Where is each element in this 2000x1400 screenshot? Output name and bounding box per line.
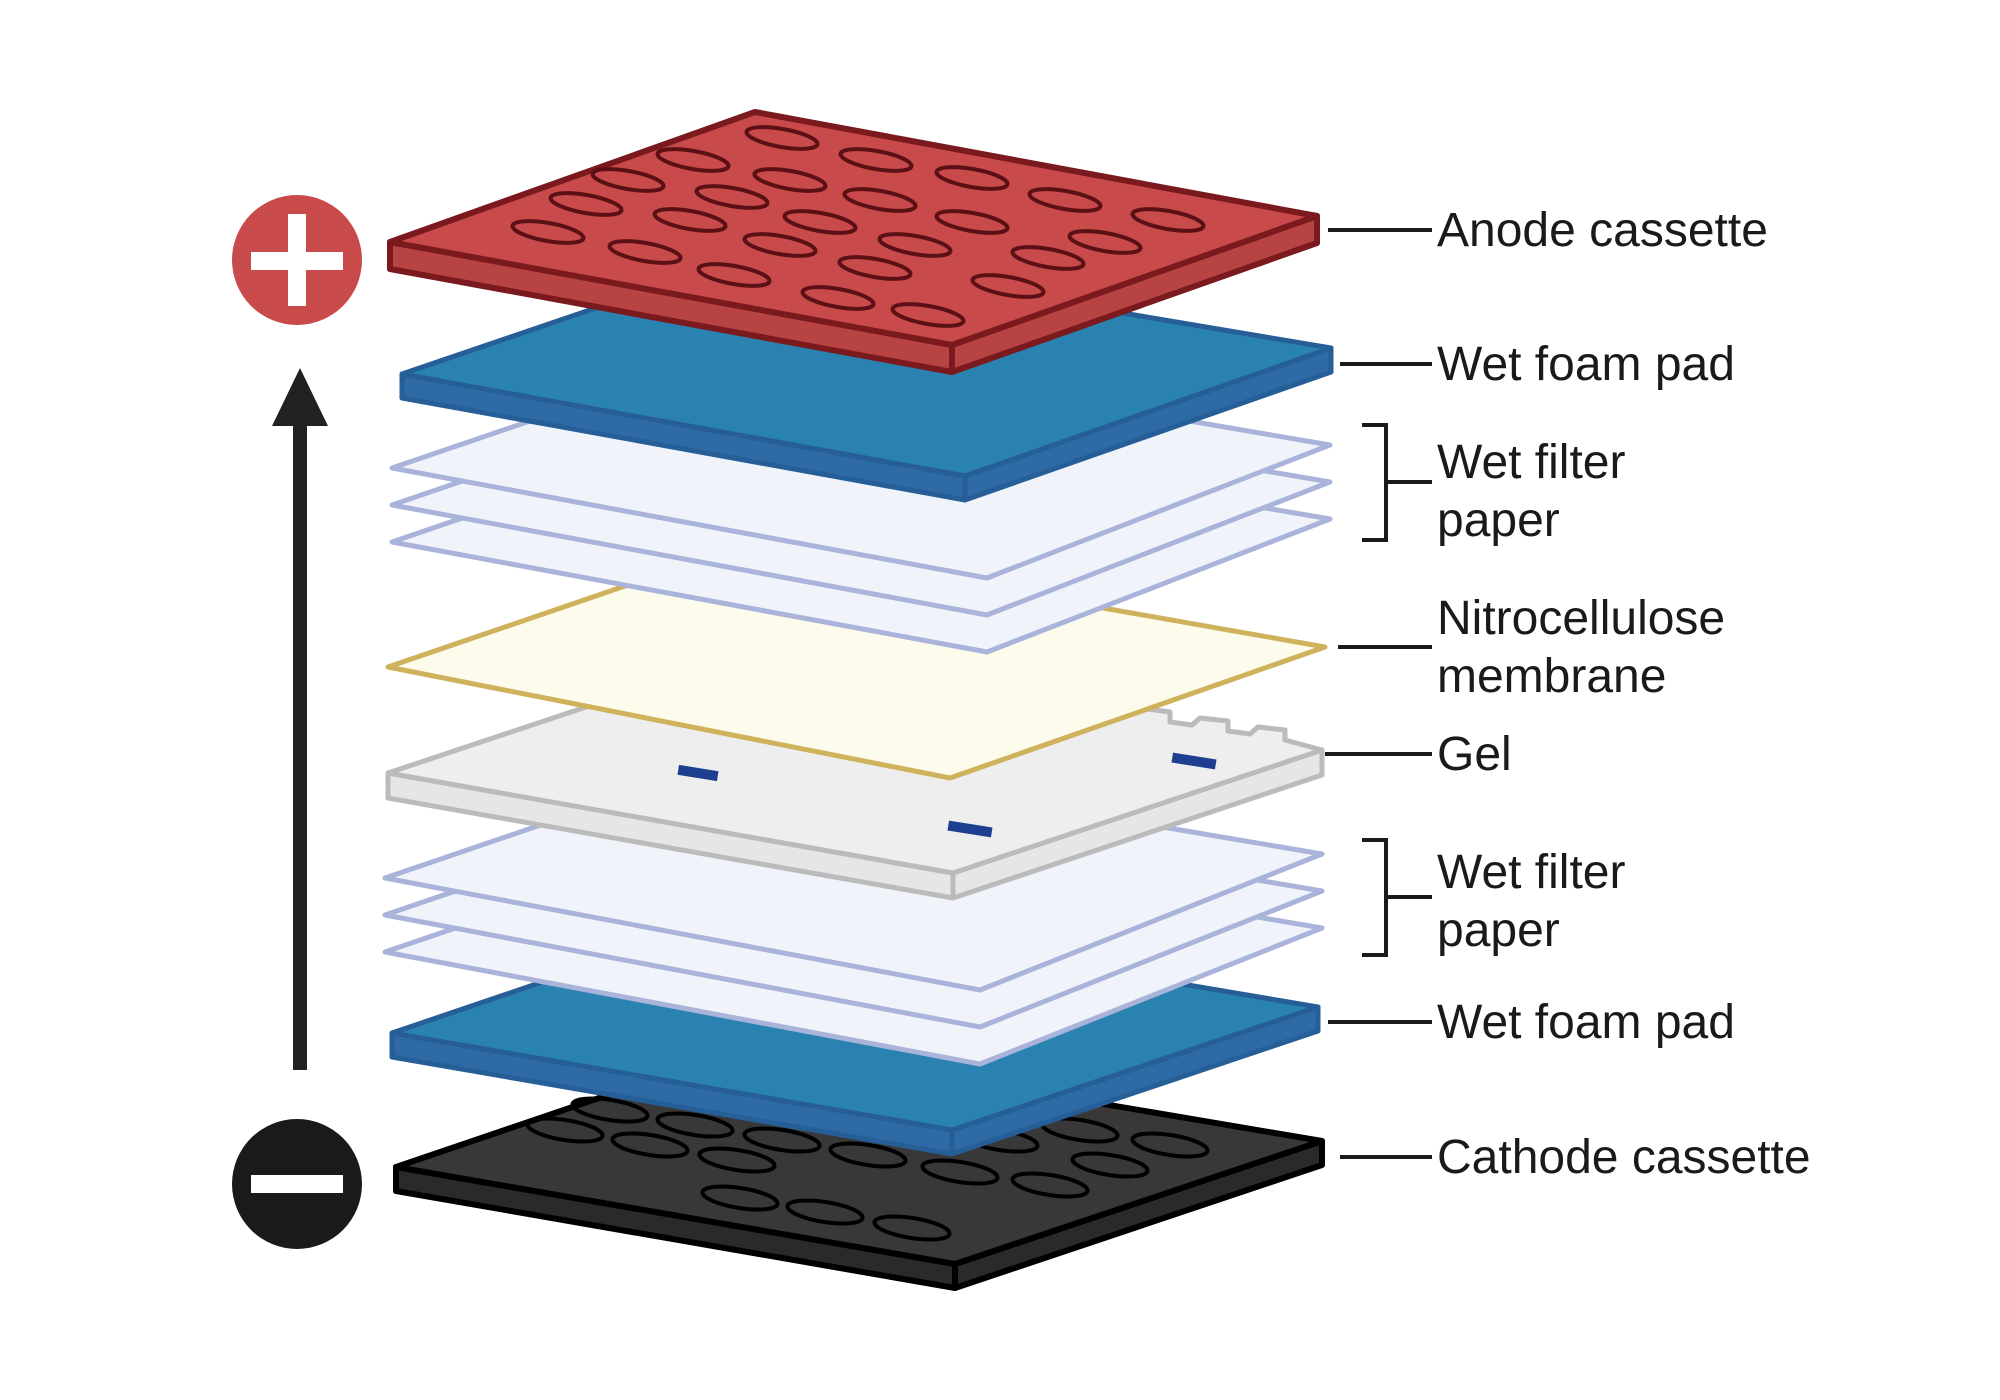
gel-band (1171, 752, 1217, 770)
label-gel: Gel (1437, 728, 1512, 781)
label-line: paper (1437, 904, 1560, 957)
bracket-filter-top (1362, 423, 1432, 542)
label-wet-foam-pad-bottom: Wet foam pad (1437, 996, 1735, 1049)
label-anode-cassette: Anode cassette (1437, 204, 1768, 257)
label-line: Wet filter (1437, 436, 1626, 489)
label-wet-filter-paper-bottom: Wet filter paper (1437, 846, 1639, 957)
label-wet-filter-paper-top: Wet filter paper (1437, 436, 1639, 547)
bracket-filter-bottom (1362, 838, 1432, 957)
anode-cassette-holes (510, 125, 1206, 328)
gel-band (947, 820, 993, 838)
leader-lines (1325, 228, 1432, 1159)
arrow-up-icon (272, 368, 328, 1070)
label-line: Wet filter (1437, 846, 1626, 899)
plus-circle-icon (232, 195, 362, 325)
anode-cassette (387, 109, 1320, 375)
label-line: paper (1437, 494, 1560, 547)
label-cathode-cassette: Cathode cassette (1437, 1131, 1811, 1184)
label-wet-foam-pad-top: Wet foam pad (1437, 338, 1735, 391)
minus-circle-icon (232, 1119, 362, 1249)
gel-band (677, 764, 719, 782)
label-line: membrane (1437, 650, 1666, 703)
cathode-cassette-holes (525, 1096, 1210, 1242)
label-line: Nitrocellulose (1437, 592, 1725, 645)
label-nitrocellulose-membrane: Nitrocellulose membrane (1437, 592, 1738, 703)
